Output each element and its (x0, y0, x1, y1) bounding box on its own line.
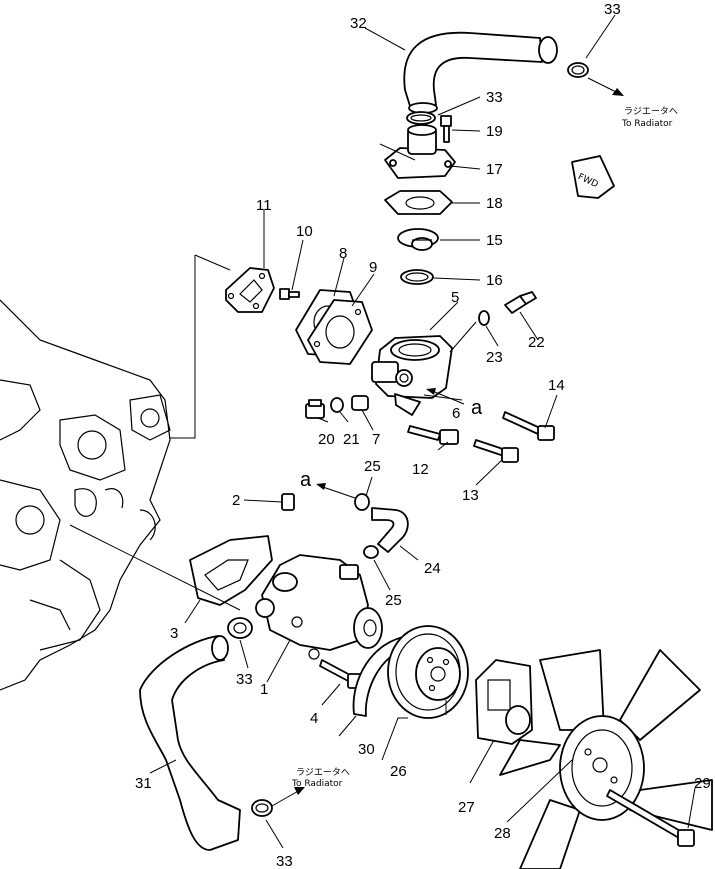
plug-20 (305, 399, 325, 419)
leader-lines (69, 14, 696, 849)
label-1: 1 (260, 681, 268, 698)
radiator-note-jp-bottom: ラジエータへ (296, 767, 350, 778)
gasket-3 (189, 535, 273, 606)
label-14: 14 (548, 377, 565, 394)
radiator-note-jp-top: ラジエータへ (624, 106, 678, 117)
engine-block (0, 299, 171, 691)
label-11: 11 (256, 197, 272, 214)
label-33-bottom: 33 (276, 853, 293, 869)
label-9: 9 (369, 259, 377, 276)
label-8: 8 (339, 245, 347, 262)
hose-24 (371, 507, 409, 553)
label-23: 23 (486, 349, 503, 366)
bolt-10 (279, 288, 300, 300)
thermostat-15 (397, 228, 439, 251)
radiator-note-bottom: ラジエータへ To Radiator (291, 767, 350, 789)
label-16: 16 (486, 272, 503, 289)
label-6: 6 (452, 405, 460, 422)
label-10: 10 (296, 223, 313, 240)
nipple-7 (351, 395, 369, 411)
label-12: 12 (412, 461, 429, 478)
label-32: 32 (350, 15, 367, 32)
fwd-direction-badge: FWD (571, 155, 615, 199)
hose-clamp-33-lower (227, 617, 253, 639)
radiator-arrow-bottom (271, 787, 305, 807)
radiator-note-top: ラジエータへ To Radiator (621, 106, 678, 129)
label-26: 26 (390, 763, 407, 780)
bolt-13 (473, 439, 519, 463)
part-number-labels: 32 33 33 19 17 18 15 16 5 22 23 11 10 8 … (135, 1, 711, 869)
label-13: 13 (462, 487, 479, 504)
label-15: 15 (486, 232, 503, 249)
bolt-14 (502, 411, 555, 441)
label-2: 2 (232, 492, 240, 509)
bolt-12 (407, 425, 459, 445)
marker-a-arrow-lower (316, 483, 356, 499)
label-33-top: 33 (604, 1, 621, 18)
label-3: 3 (170, 625, 178, 642)
marker-a-lower: a (300, 469, 312, 491)
plug-2 (281, 493, 295, 511)
sensor-22 (504, 291, 537, 314)
label-33-mid: 33 (486, 89, 503, 106)
hose-clamp-33-mid (406, 111, 436, 125)
gasket-9 (307, 299, 373, 365)
label-27: 27 (458, 799, 475, 816)
hose-31 (139, 635, 241, 851)
label-21: 21 (343, 431, 360, 448)
radiator-arrow-top (587, 77, 624, 96)
label-7: 7 (372, 431, 380, 448)
o-ring-16 (400, 269, 434, 285)
marker-a-upper: a (471, 397, 483, 419)
label-24: 24 (424, 560, 441, 577)
hose-clamp-33-top (567, 62, 589, 78)
label-30: 30 (358, 741, 375, 758)
hose-clamp-33-bottom (251, 799, 273, 817)
bolt-29 (606, 789, 695, 847)
bolt-19 (440, 115, 452, 143)
spacer-27 (475, 659, 533, 745)
label-29: 29 (694, 775, 711, 792)
label-25-lower: 25 (385, 592, 402, 609)
label-25-upper: 25 (364, 458, 381, 475)
label-31: 31 (135, 775, 152, 792)
radiator-note-en-top: To Radiator (621, 119, 673, 129)
clamp-25-upper (354, 493, 370, 511)
label-28: 28 (494, 825, 511, 842)
washer-23 (478, 310, 490, 326)
pulley-26 (387, 625, 469, 719)
clamp-25-lower (363, 545, 379, 559)
label-20: 20 (318, 431, 335, 448)
marker-a-arrow-upper (426, 388, 465, 405)
radiator-note-en-bottom: To Radiator (291, 779, 343, 789)
fan-28 (499, 649, 713, 869)
label-17: 17 (486, 161, 503, 178)
gasket-18 (384, 190, 453, 215)
thermostat-cover-17 (384, 124, 456, 179)
water-pump-1 (255, 554, 383, 660)
washer-21 (330, 397, 344, 413)
label-22: 22 (528, 334, 545, 351)
gasket-11 (225, 267, 275, 313)
bolt-4 (319, 659, 365, 689)
label-18: 18 (486, 195, 503, 212)
label-19: 19 (486, 123, 503, 140)
label-5: 5 (451, 289, 459, 306)
thermostat-housing-5 (371, 335, 453, 416)
label-4: 4 (310, 710, 318, 727)
hose-32 (403, 31, 558, 114)
label-33-lower: 33 (236, 671, 253, 688)
